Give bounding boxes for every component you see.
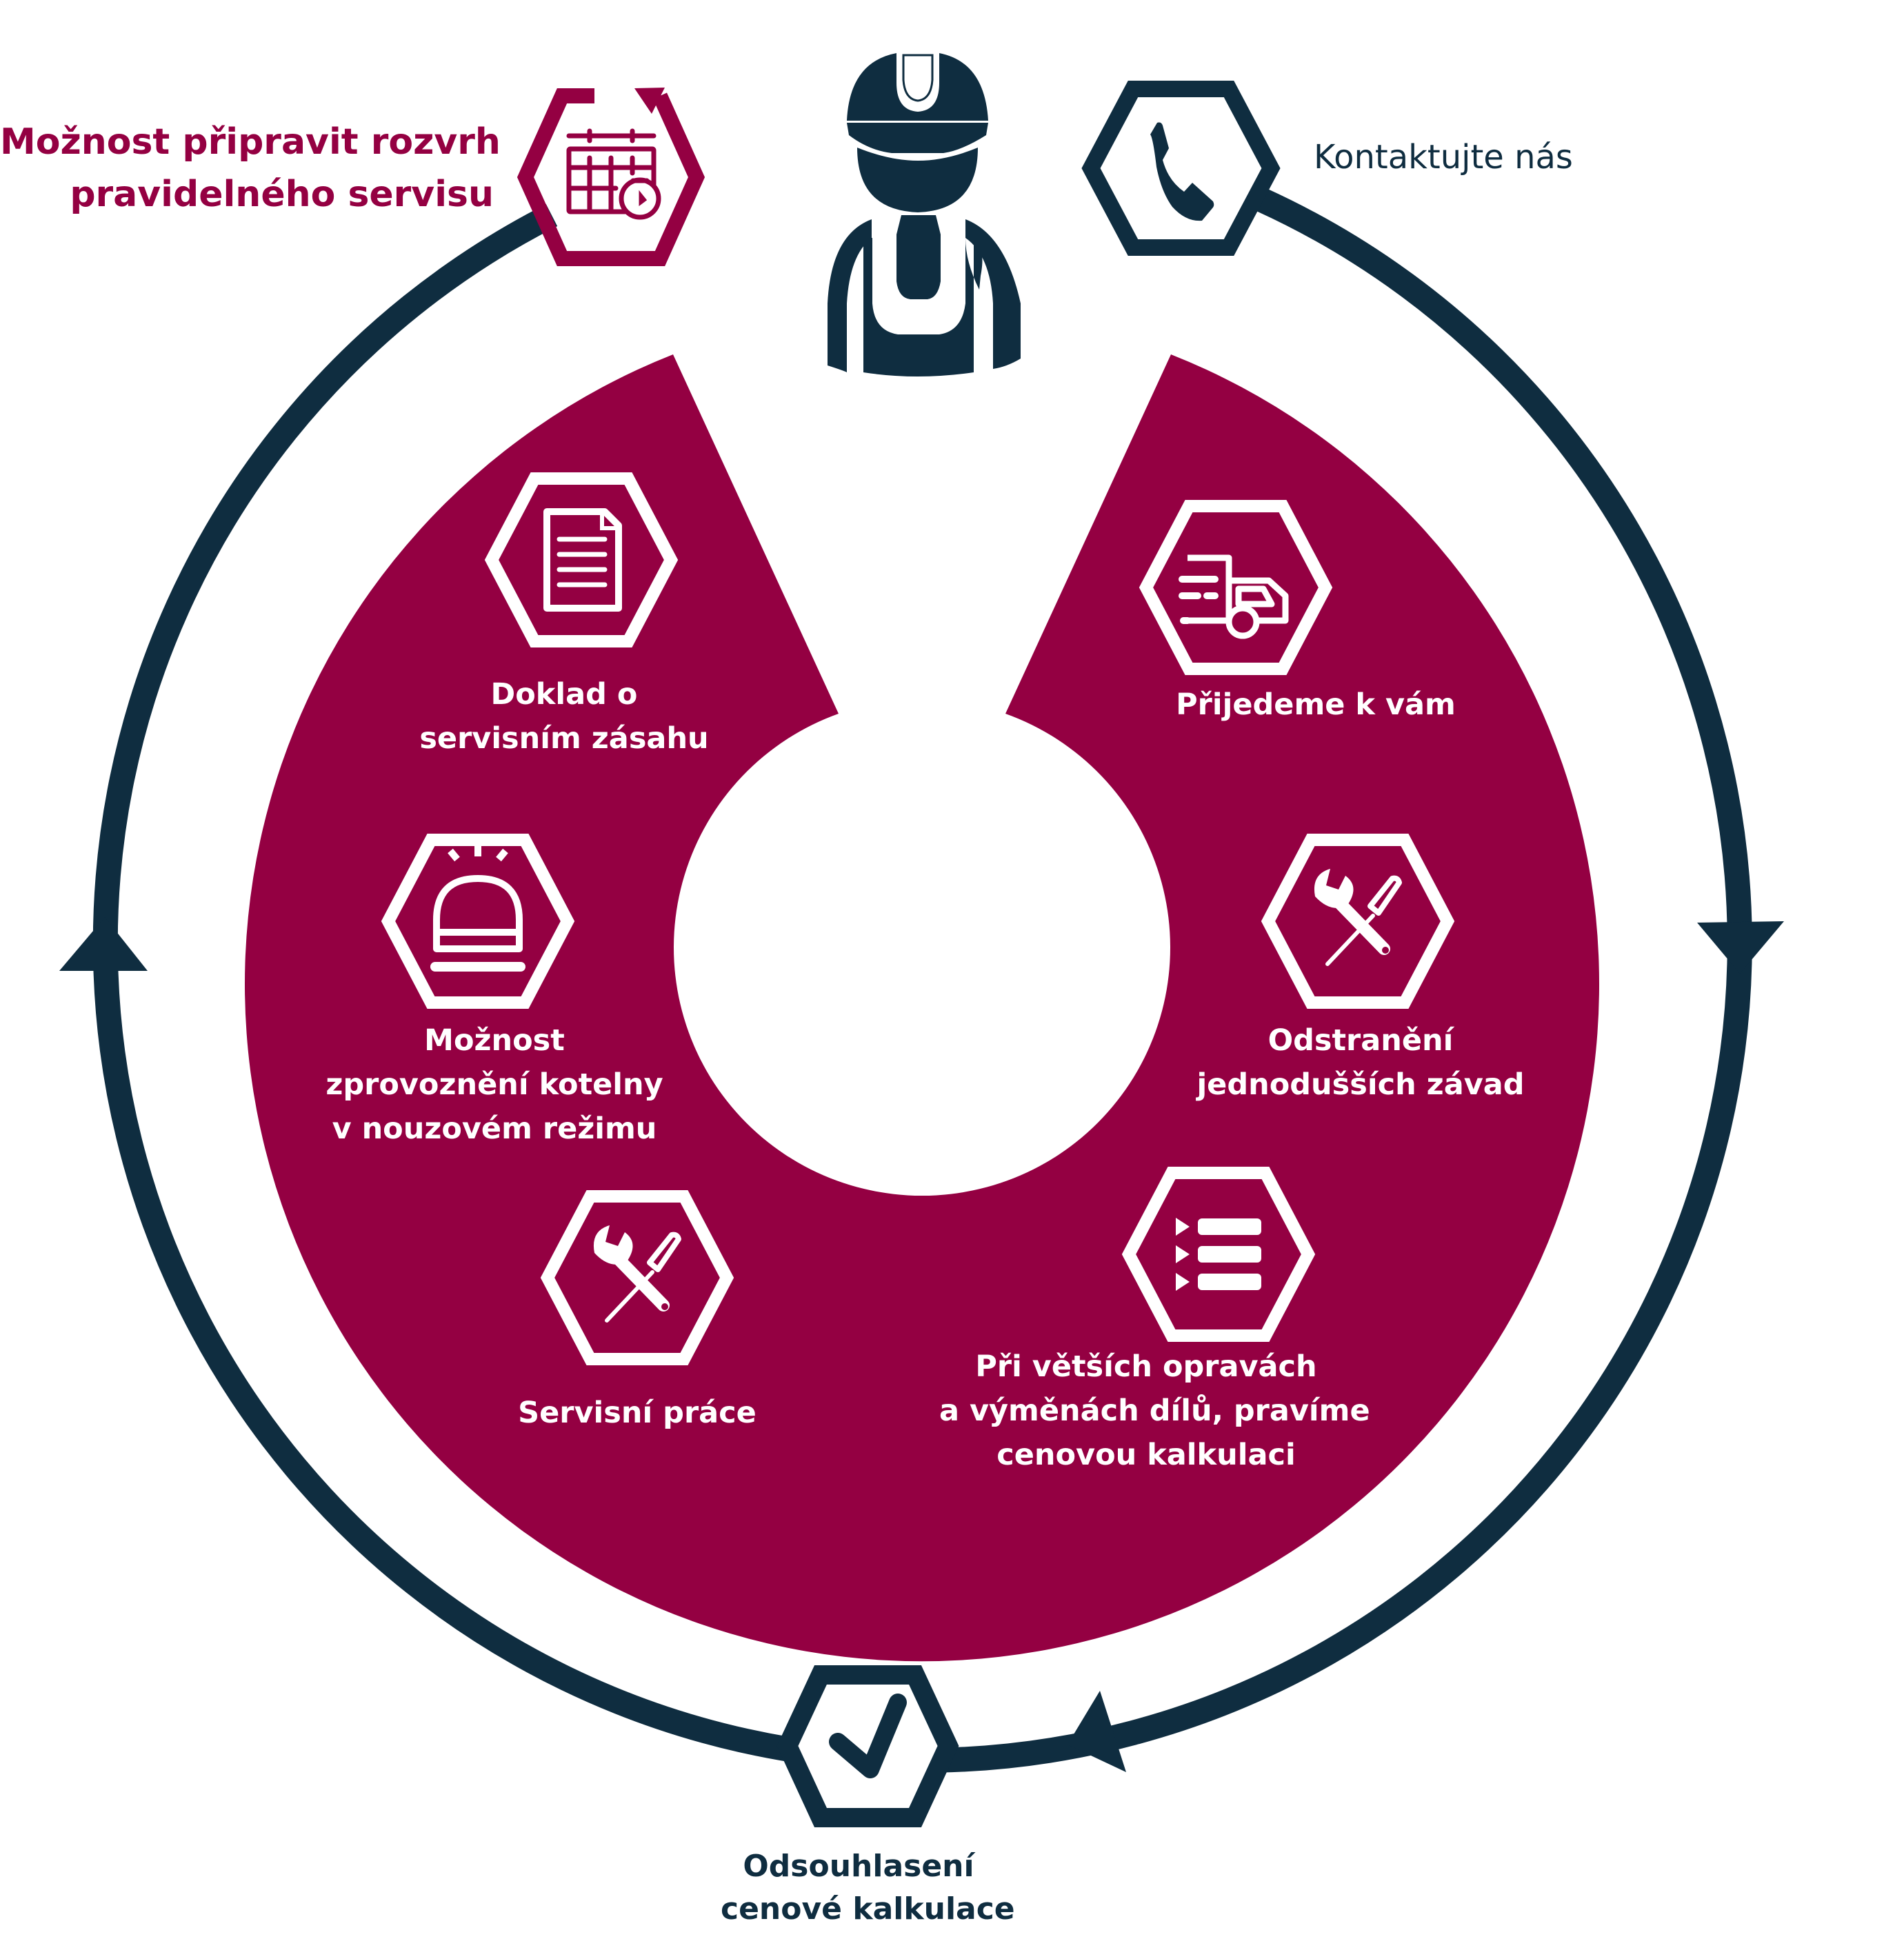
step-node-quote — [1121, 1167, 1316, 1342]
step-quote-label: Při větších opravách a výměnách dílů, pr… — [939, 1345, 1370, 1477]
hexagon-frame — [381, 834, 575, 1009]
approval-label-line: cenové kalkulace — [721, 1891, 1015, 1927]
hexagon-frame — [1139, 500, 1333, 675]
schedule-node — [517, 88, 705, 266]
hexagon-frame — [1121, 1167, 1316, 1342]
step-report-label: Doklad o servisním zásahu — [392, 672, 736, 761]
step-label-line: zprovoznění kotelny — [325, 1067, 663, 1102]
checklist-icon — [1176, 1218, 1261, 1291]
step-label-line: Přijedeme k vám — [1176, 687, 1456, 722]
step-simple-fixes-label: Odstranění jednodušších závad — [1188, 1018, 1533, 1107]
schedule-label-line: Možnost připravit rozvrh — [0, 121, 501, 163]
contact-label[interactable]: Kontaktujte nás — [1314, 138, 1573, 177]
truck-icon — [1179, 554, 1289, 639]
step-label-line: a výměnách dílů, pravíme — [939, 1394, 1370, 1428]
step-node-arrive — [1139, 500, 1333, 675]
schedule-label-line: pravidelného servisu — [70, 174, 494, 215]
step-label-line: Servisní práce — [518, 1396, 756, 1430]
approval-label-line: Odsouhlasení — [743, 1849, 974, 1884]
calendar-stopwatch-icon — [566, 128, 661, 220]
step-arrive-label: Přijedeme k vám — [1143, 683, 1488, 727]
wrench-screwdriver-icon — [1314, 869, 1402, 966]
step-label-line: Doklad o — [490, 677, 638, 712]
step-node-simple-fixes — [1261, 834, 1455, 1009]
worker-icon — [828, 53, 1021, 376]
arrow-up-icon — [59, 917, 148, 971]
step-label-line: jednodušších závad — [1196, 1067, 1525, 1102]
schedule-label: Možnost připravit rozvrh pravidelného se… — [0, 116, 501, 221]
hexagon-frame — [540, 1190, 734, 1365]
phone-icon — [1150, 122, 1214, 221]
step-node-service-work — [540, 1190, 734, 1365]
alarm-beacon-icon — [430, 844, 525, 972]
arrow-down-icon — [1697, 921, 1784, 974]
contact-node[interactable] — [1081, 81, 1281, 256]
step-node-emergency — [381, 834, 575, 1009]
step-service-work-label: Servisní práce — [465, 1391, 810, 1435]
step-label-line: Možnost — [424, 1023, 565, 1058]
step-label-line: servisním zásahu — [419, 721, 709, 756]
checkmark-icon — [829, 1694, 907, 1778]
cycle-arrow-icon — [634, 88, 665, 114]
step-emergency-label: Možnost zprovoznění kotelny v nouzovém r… — [322, 1018, 667, 1151]
wrench-screwdriver-icon — [593, 1225, 681, 1323]
step-node-report — [484, 472, 679, 647]
arrow-left-icon — [1068, 1691, 1126, 1772]
approval-node[interactable] — [776, 1665, 959, 1827]
step-label-line: Odstranění — [1267, 1023, 1454, 1058]
step-label-line: cenovou kalkulaci — [996, 1438, 1296, 1472]
step-label-line: Při větších opravách — [975, 1349, 1317, 1384]
document-icon — [543, 508, 622, 612]
approval-label: Odsouhlasení cenové kalkulace — [721, 1845, 1015, 1931]
step-label-line: v nouzovém režimu — [332, 1112, 657, 1146]
hexagon-frame — [484, 472, 679, 647]
inner-steps-icons — [381, 472, 1455, 1365]
hexagon-frame — [1261, 834, 1455, 1009]
